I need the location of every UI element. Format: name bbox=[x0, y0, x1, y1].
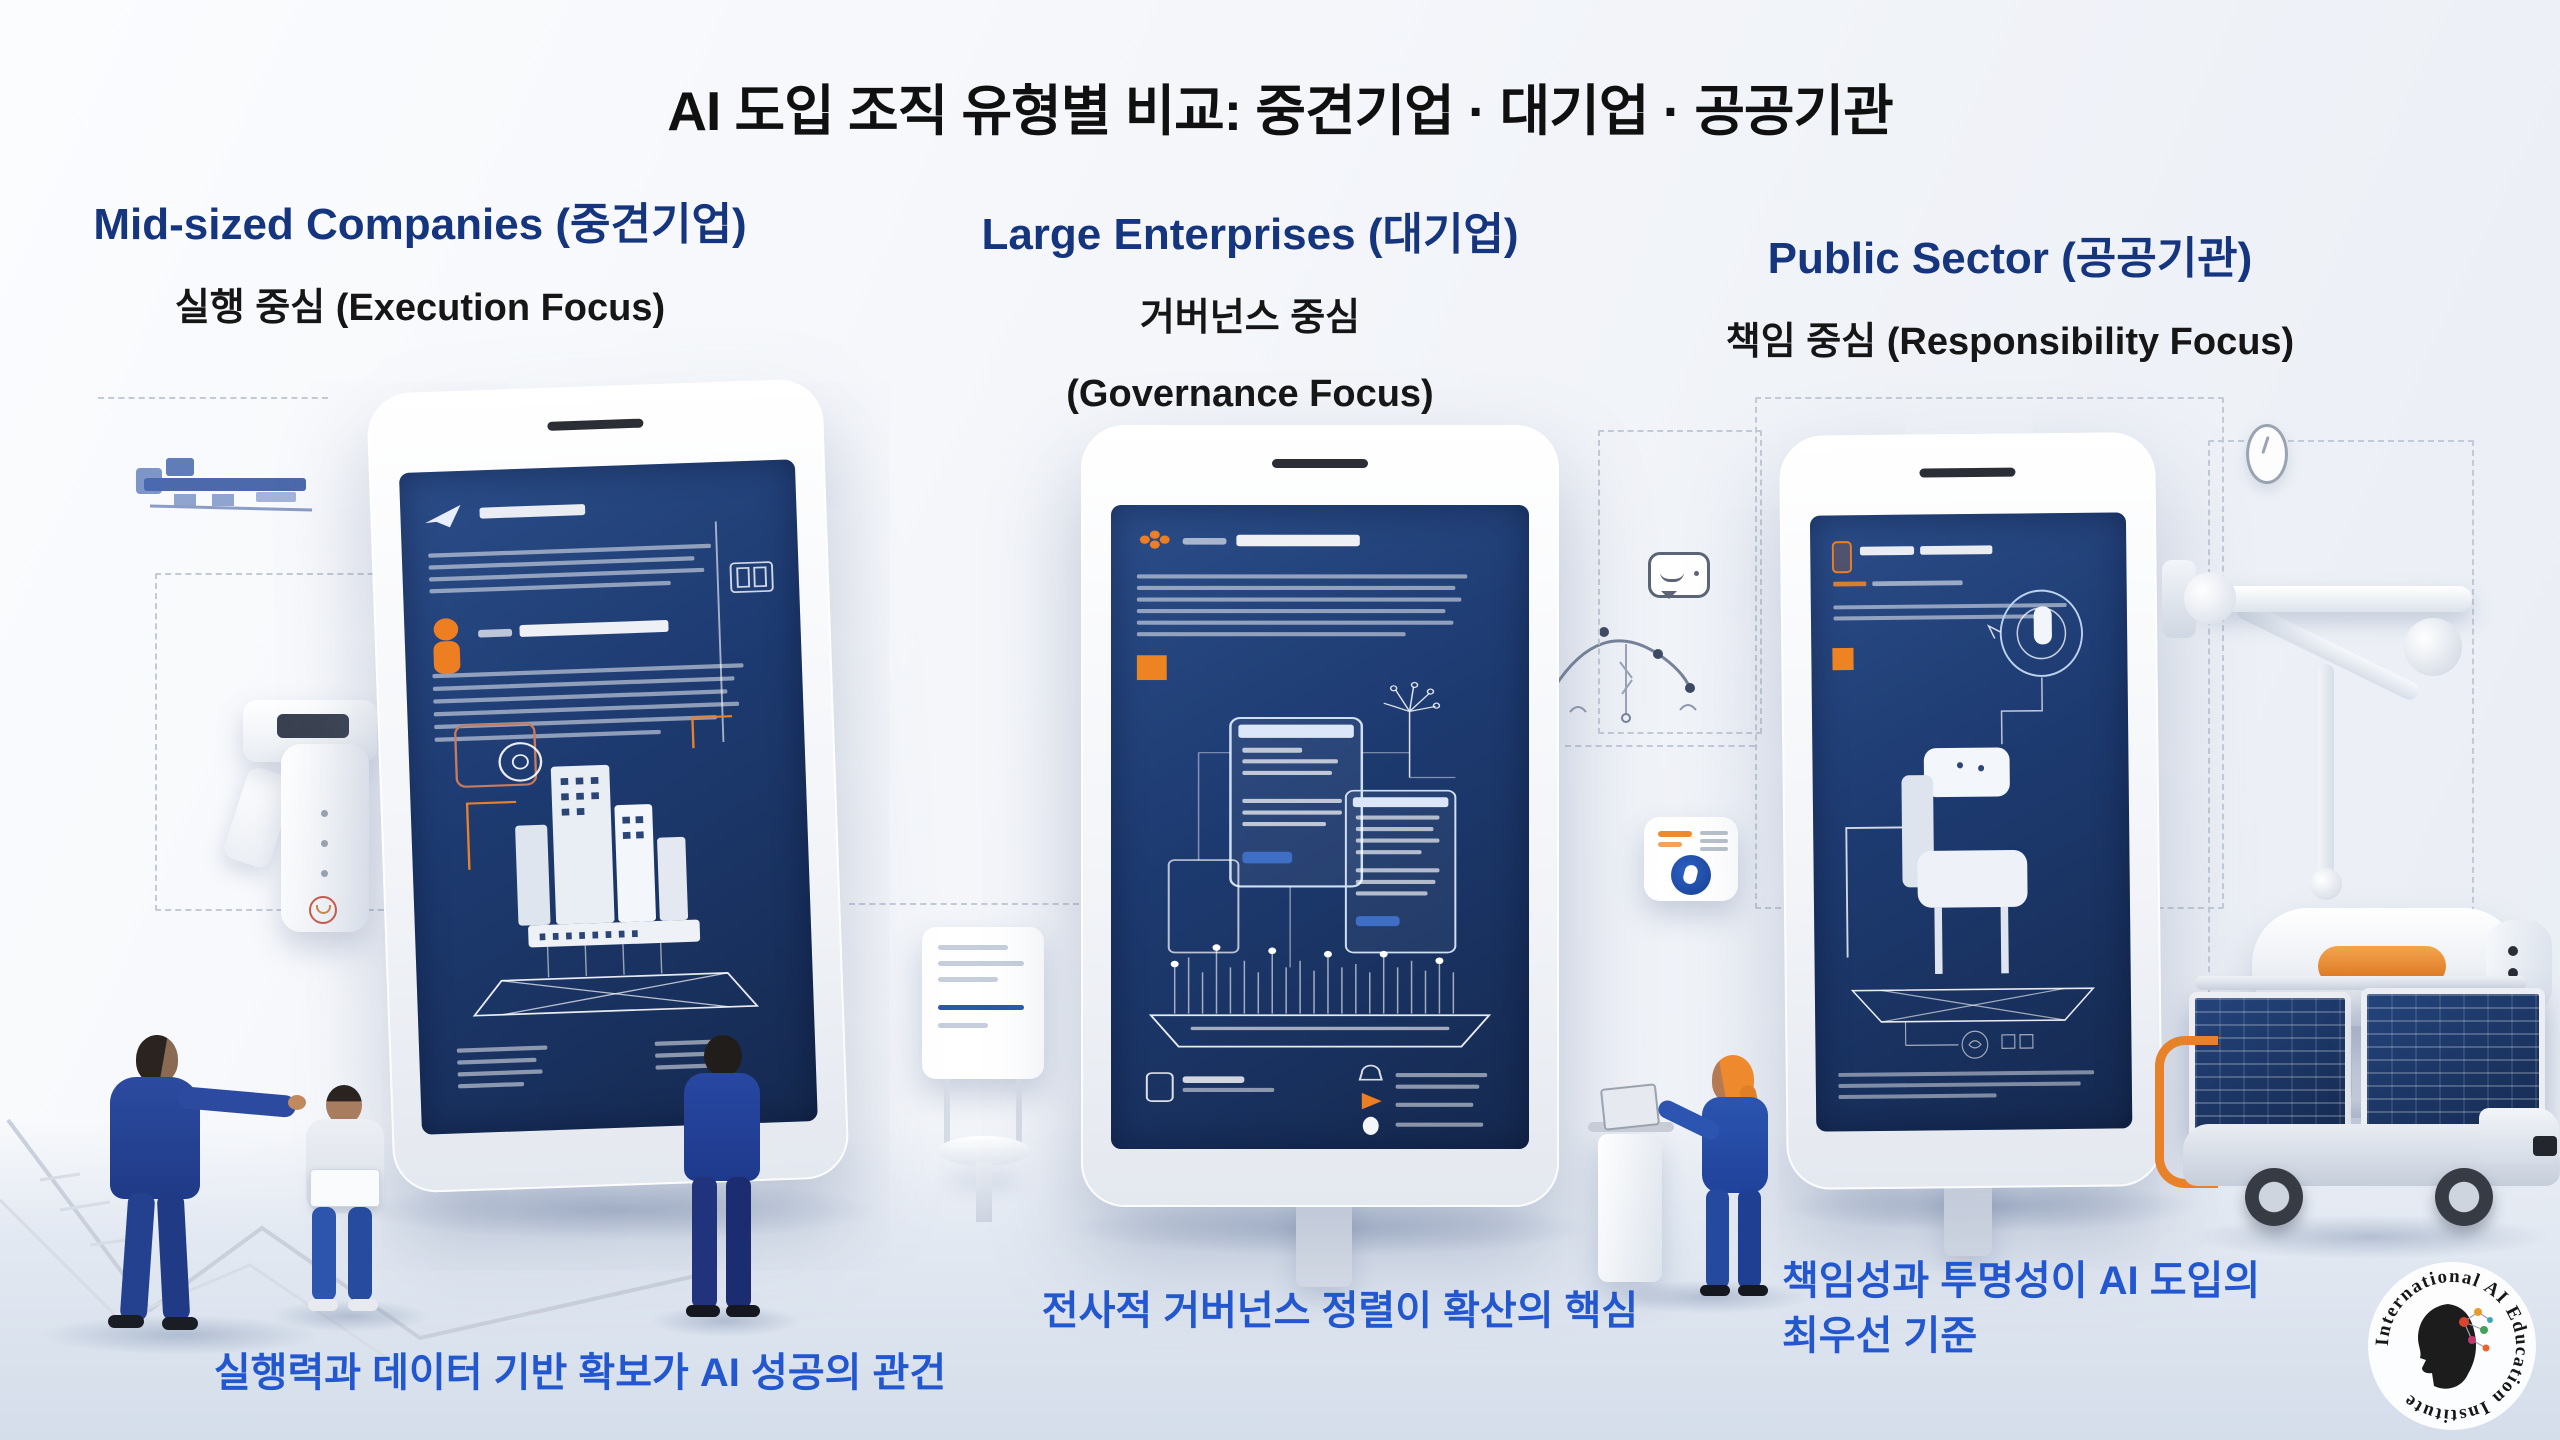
large-subtitle: 거버넌스 중심 bbox=[1139, 297, 1361, 339]
column-header-midsized: Mid-sized Companies (중견기업) 실행 중심 (Execut… bbox=[70, 188, 770, 331]
person-pointing-man bbox=[50, 1035, 310, 1335]
machine-sketch bbox=[136, 458, 313, 512]
cart-orange-handle bbox=[2155, 1036, 2218, 1188]
caption-large: 전사적 거버넌스 정렬이 확산의 핵심 bbox=[1041, 1289, 1639, 1333]
lectern bbox=[1588, 1083, 1678, 1292]
person-icon bbox=[433, 618, 459, 641]
tablet1-screen bbox=[398, 459, 818, 1135]
person1-hand bbox=[288, 1095, 306, 1110]
phone-icon bbox=[1831, 541, 1853, 574]
person4-torso bbox=[1702, 1097, 1768, 1193]
person-viewing-tablet bbox=[668, 1035, 778, 1325]
tablet2-stand bbox=[1296, 1195, 1352, 1287]
person1-head bbox=[136, 1035, 178, 1083]
caption-public: 책임성과 투명성이 AI 도입의 최우선 기준 bbox=[1782, 1254, 2422, 1364]
dashed-box-mid bbox=[1598, 430, 1762, 734]
tile-blue-circle-icon bbox=[1671, 855, 1711, 895]
cart-wheel bbox=[2435, 1168, 2493, 1226]
public-title: Public Sector (공공기관) bbox=[1767, 234, 2253, 283]
wall-gadget-device bbox=[221, 700, 397, 935]
person3-torso bbox=[684, 1073, 760, 1181]
box bbox=[310, 1169, 380, 1207]
tablet2-speaker bbox=[1272, 459, 1368, 468]
tablet-midsized bbox=[366, 378, 850, 1194]
person-carrying-box bbox=[282, 1085, 422, 1320]
tablet-public bbox=[1779, 432, 2163, 1190]
midsized-title: Mid-sized Companies (중견기업) bbox=[93, 200, 747, 249]
tablet2-screen-art bbox=[1136, 530, 1492, 1135]
gadget-screen-slot bbox=[277, 714, 349, 738]
gear-icon bbox=[498, 742, 543, 782]
tablet1-speaker bbox=[547, 418, 644, 431]
page-title: AI 도입 조직 유형별 비교: 중견기업 · 대기업 · 공공기관 bbox=[667, 80, 1893, 142]
platform-outline bbox=[1148, 1014, 1492, 1048]
app-tile bbox=[1644, 817, 1738, 901]
robot-cart bbox=[2155, 976, 2560, 1232]
dashed-line-3 bbox=[1565, 745, 1755, 747]
browser-window-3 bbox=[1167, 859, 1240, 954]
person3-shadow bbox=[650, 1305, 800, 1337]
caption-public-line1: 책임성과 투명성이 AI 도입의 bbox=[1782, 1259, 2261, 1303]
logo-network-dots bbox=[2459, 1308, 2493, 1352]
dashed-line-2 bbox=[98, 397, 328, 399]
column-header-public: Public Sector (공공기관) 책임 중심 (Responsibili… bbox=[1710, 222, 2310, 365]
clock-icon bbox=[2246, 424, 2288, 484]
large-title: Large Enterprises (대기업) bbox=[981, 210, 1519, 259]
bird-circle-icon bbox=[1961, 1030, 1989, 1059]
document-icon bbox=[1145, 1072, 1174, 1102]
dandelion-sketch bbox=[1383, 681, 1441, 778]
signal-icon bbox=[425, 504, 461, 528]
platform-outline bbox=[472, 971, 760, 1017]
tablet1-screen-art bbox=[425, 504, 774, 1089]
robot-chair bbox=[1901, 747, 2028, 975]
chat-bubble-icon bbox=[1648, 552, 1710, 599]
dashed-line-1 bbox=[849, 903, 1079, 905]
robot-arm-crossbar bbox=[2204, 586, 2472, 612]
orange-square bbox=[1136, 655, 1167, 681]
browser-window-2 bbox=[1344, 789, 1457, 954]
tablet-large bbox=[1081, 425, 1559, 1207]
public-subtitle: 책임 중심 (Responsibility Focus) bbox=[1725, 321, 2295, 363]
building-cluster bbox=[515, 764, 701, 948]
double-panel-icon bbox=[729, 561, 774, 593]
stool bbox=[938, 1136, 1030, 1222]
person-woman-headscarf bbox=[1650, 1055, 1800, 1296]
tablet3-stand bbox=[1944, 1176, 1992, 1256]
cart-sensor bbox=[2533, 1136, 2557, 1156]
person3-head bbox=[704, 1035, 742, 1077]
mini-menu-board bbox=[922, 927, 1044, 1143]
tablet2-screen bbox=[1111, 505, 1529, 1149]
alert-icons bbox=[1358, 1064, 1383, 1135]
tile-orange-bar2 bbox=[1658, 842, 1682, 847]
car-shadow bbox=[2190, 1215, 2550, 1259]
tile-orange-bar bbox=[1658, 831, 1692, 837]
midsized-subtitle: 실행 중심 (Execution Focus) bbox=[174, 287, 666, 329]
circle-diagram bbox=[1986, 589, 2083, 677]
cart-screen-right bbox=[2361, 988, 2545, 1142]
orange-square bbox=[1832, 647, 1854, 671]
tablet3-speaker bbox=[1919, 467, 2016, 478]
tablet3-screen-art bbox=[1831, 541, 2095, 1100]
column-header-large: Large Enterprises (대기업) 거버넌스 중심 (Governa… bbox=[930, 198, 1570, 416]
flower-icon bbox=[1139, 530, 1170, 549]
tablet3-screen bbox=[1809, 512, 2133, 1132]
caption-midsized: 실행력과 데이터 기반 확보가 AI 성공의 관건 bbox=[213, 1351, 947, 1395]
person2-head bbox=[326, 1085, 362, 1125]
institute-logo: International AI Education Institute bbox=[2368, 1262, 2536, 1430]
cart-wheel bbox=[2245, 1168, 2303, 1226]
gadget-logo bbox=[309, 896, 337, 924]
comb-platform bbox=[1173, 950, 1455, 1014]
large-subtitle2: (Governance Focus) bbox=[1066, 373, 1434, 415]
caption-public-line2: 최우선 기준 bbox=[1782, 1314, 1978, 1359]
browser-window-1 bbox=[1229, 716, 1364, 888]
